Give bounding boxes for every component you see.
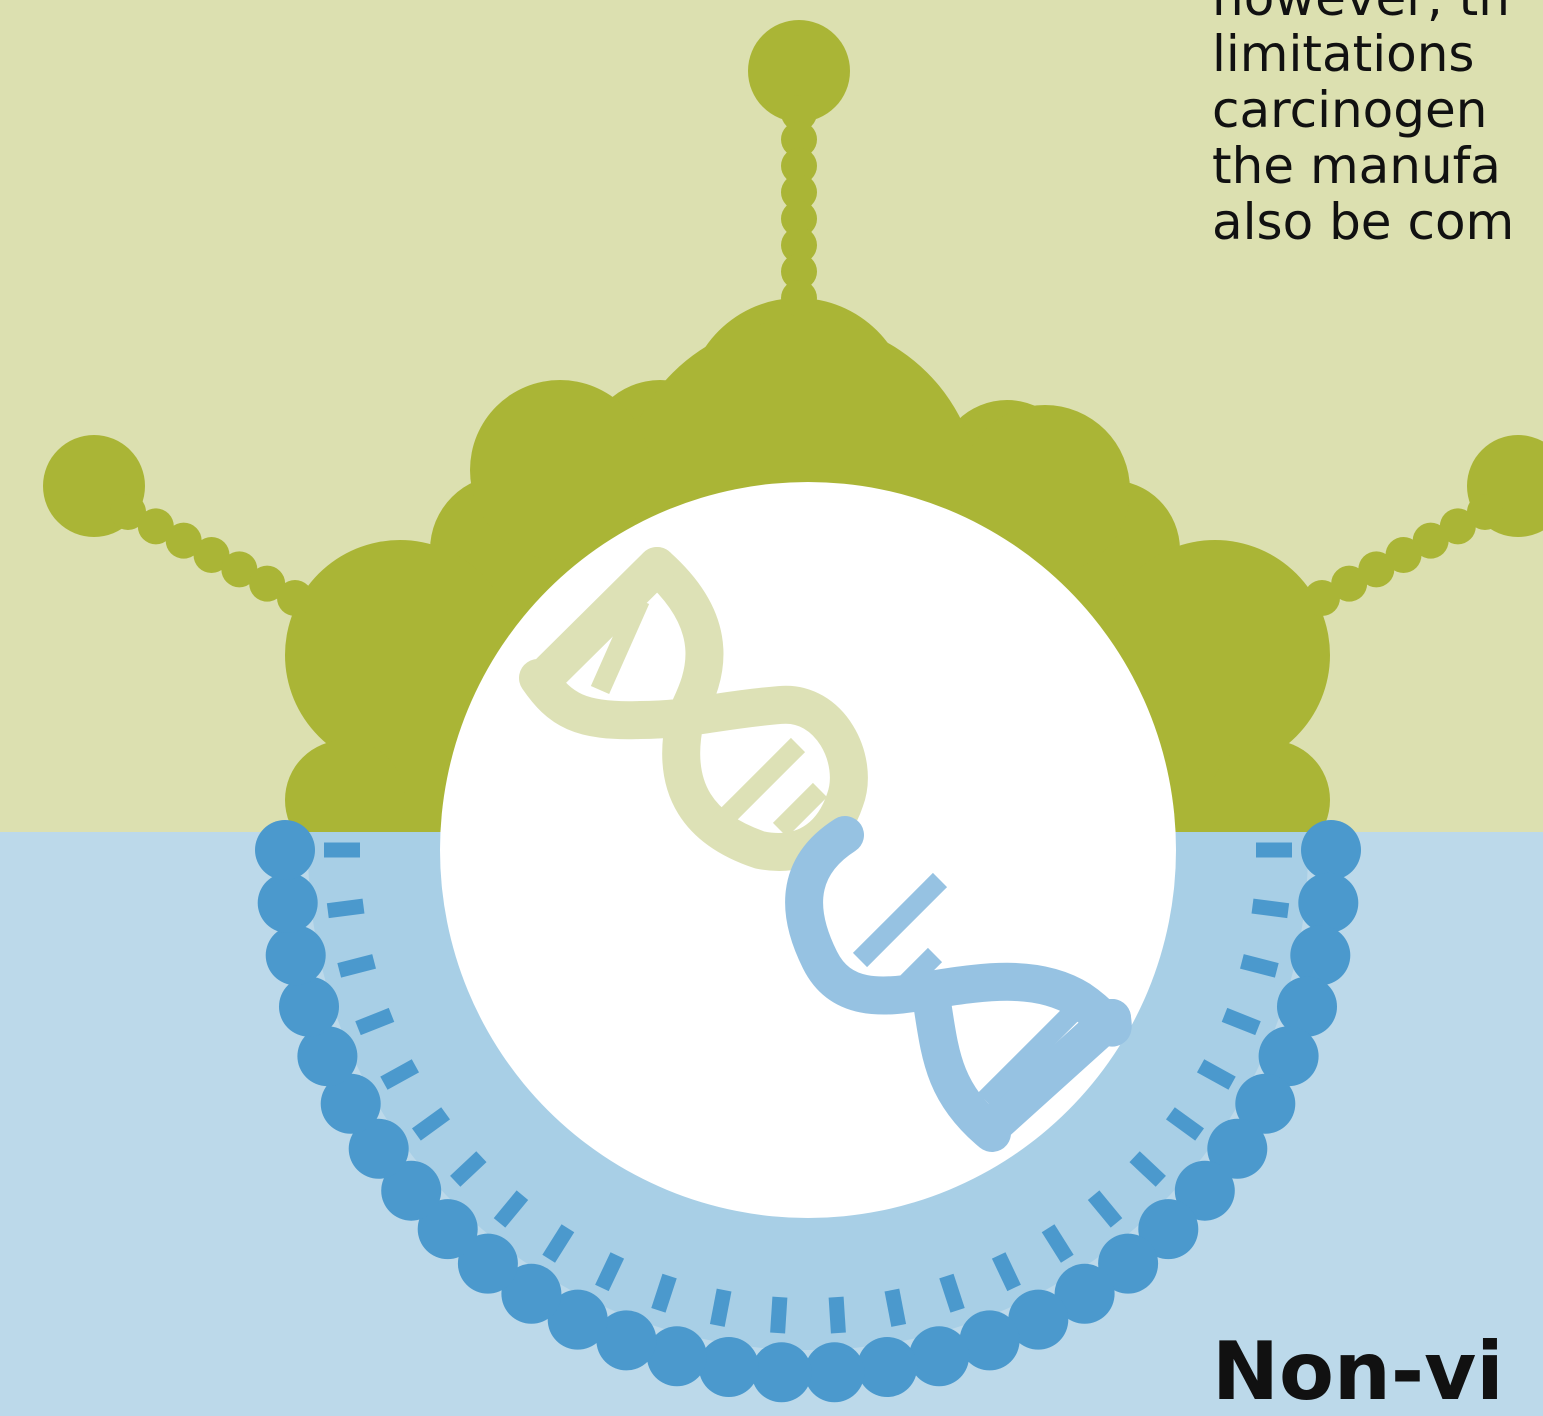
lipid-head	[752, 1342, 812, 1402]
lipid-head	[266, 925, 326, 985]
viral-vector-description: however, th limitations carcinogen the m…	[1212, 0, 1543, 250]
description-line: limitations	[1212, 26, 1543, 82]
description-line: however, th	[1212, 0, 1543, 26]
lipid-tail	[339, 961, 374, 970]
lipid-tail	[717, 1290, 724, 1325]
description-line: also be com	[1212, 194, 1543, 250]
lipid-tail	[658, 1276, 669, 1310]
lipid-head	[258, 873, 318, 933]
lipid-tail	[892, 1290, 899, 1325]
lipid-head	[1301, 820, 1361, 880]
description-line: the manufa	[1212, 138, 1543, 194]
lipid-head	[805, 1342, 865, 1402]
lipid-head	[279, 977, 339, 1037]
lipid-head	[1290, 925, 1350, 985]
lipid-tail	[1253, 906, 1289, 911]
description-line: carcinogen	[1212, 82, 1543, 138]
lipid-tail	[328, 906, 364, 911]
lipid-tail	[1242, 961, 1277, 970]
spike-bead	[781, 280, 817, 316]
lipid-head	[699, 1337, 759, 1397]
lipid-tail	[836, 1297, 838, 1333]
lipid-head	[1298, 873, 1358, 933]
lipid-head	[255, 820, 315, 880]
lipid-head	[857, 1337, 917, 1397]
lipid-tail	[946, 1276, 957, 1310]
lipid-head	[909, 1326, 969, 1386]
spike-bead	[277, 580, 313, 616]
spike-bead	[1304, 580, 1340, 616]
nonviral-heading: Non-vi	[1212, 1322, 1504, 1416]
lipid-tail	[778, 1297, 780, 1333]
